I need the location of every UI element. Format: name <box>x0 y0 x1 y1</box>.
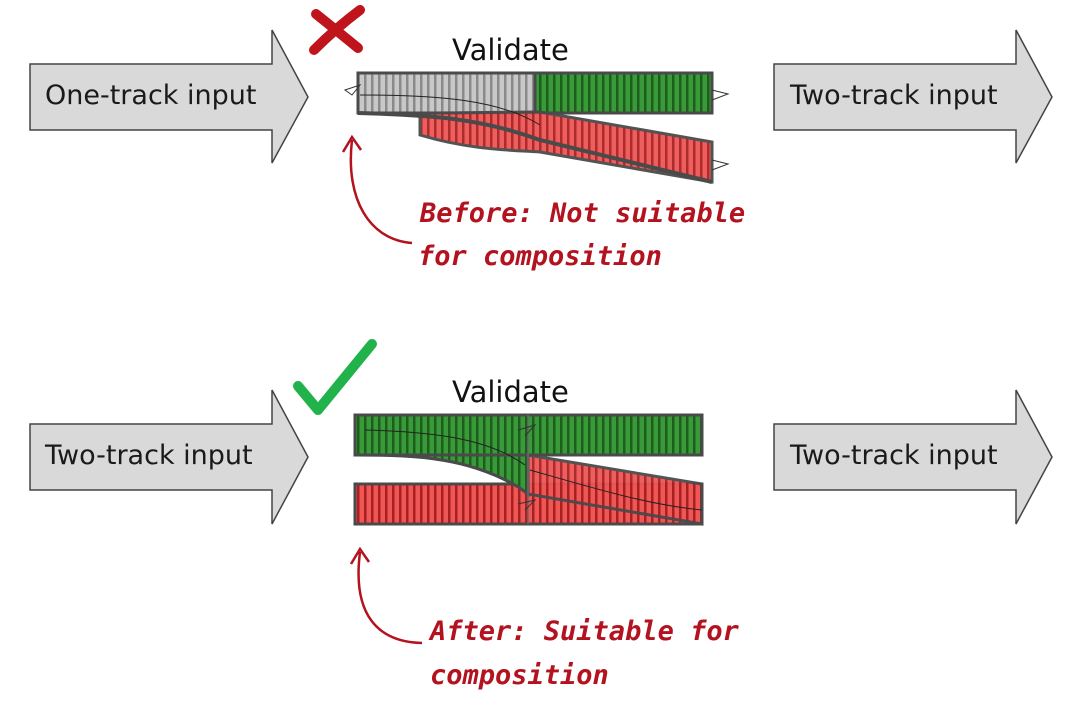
bottom-row: Two-track input Validate <box>29 339 1053 691</box>
bottom-track-switch <box>353 413 704 526</box>
top-note-line2: for composition <box>418 241 662 272</box>
top-input-label: One-track input <box>45 80 256 111</box>
bottom-input-label: Two-track input <box>44 440 253 471</box>
top-track-switch <box>343 71 730 184</box>
bottom-annotation-arrow <box>349 546 423 645</box>
top-title: Validate <box>452 33 569 67</box>
bottom-input-arrow: Two-track input <box>29 389 309 525</box>
check-icon <box>293 339 377 415</box>
top-output-arrow: Two-track input <box>773 29 1053 164</box>
top-note-line1: Before: Not suitable <box>419 198 745 229</box>
top-output-label: Two-track input <box>789 80 998 111</box>
cross-icon <box>309 5 365 55</box>
top-row: One-track input Validate <box>29 5 1053 272</box>
bottom-output-label: Two-track input <box>789 440 998 471</box>
bottom-output-arrow: Two-track input <box>773 389 1053 525</box>
bottom-note-line2: composition <box>430 660 609 691</box>
top-input-arrow: One-track input <box>29 29 309 164</box>
bottom-title: Validate <box>452 375 569 409</box>
bottom-note-line1: After: Suitable for <box>428 616 740 647</box>
top-annotation-arrow <box>341 134 413 245</box>
